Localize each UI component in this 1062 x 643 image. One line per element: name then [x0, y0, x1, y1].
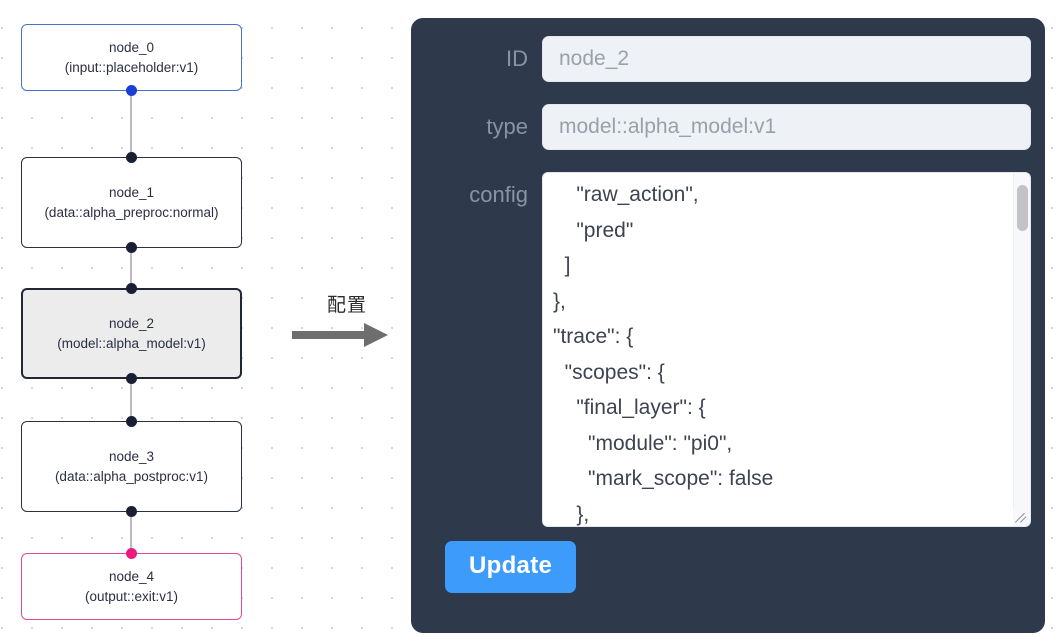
node-id-label: node_2 — [108, 315, 155, 331]
field-config: config "raw_action", "pred" ] }, "trace"… — [425, 172, 1031, 527]
node-type-label: (input::placeholder:v1) — [64, 59, 199, 75]
node-id-label: node_0 — [108, 39, 155, 55]
id-input[interactable]: node_2 — [542, 36, 1031, 82]
transition-label: 配置 — [326, 295, 367, 316]
node-id-label: node_1 — [108, 184, 155, 200]
port-node_2-in[interactable] — [126, 283, 137, 294]
config-textarea-wrapper[interactable]: "raw_action", "pred" ] }, "trace": { "sc… — [542, 172, 1031, 527]
edge-node0-node1 — [130, 88, 133, 164]
port-node_3-out[interactable] — [126, 506, 137, 517]
graph-node-node_4[interactable]: node_4 (output::exit:v1) — [21, 553, 242, 620]
transition-annotation: 配置 — [292, 296, 402, 366]
edge-node1-node2 — [130, 245, 133, 293]
node-id-label: node_4 — [108, 568, 155, 584]
edge-node3-node4 — [130, 509, 133, 557]
pipeline-graph[interactable]: node_0 (input::placeholder:v1) node_1 (d… — [0, 0, 290, 643]
config-label: config — [469, 182, 528, 207]
port-node_0-out[interactable] — [126, 85, 137, 96]
type-input[interactable]: model::alpha_model:v1 — [542, 104, 1031, 150]
graph-node-node_1[interactable]: node_1 (data::alpha_preproc:normal) — [21, 157, 242, 248]
field-type: type model::alpha_model:v1 — [425, 104, 1031, 150]
port-node_3-in[interactable] — [126, 416, 137, 427]
type-label: type — [486, 114, 528, 139]
node-type-label: (data::alpha_postproc:v1) — [54, 468, 209, 484]
resize-handle-icon[interactable] — [1013, 509, 1030, 526]
node-type-label: (output::exit:v1) — [84, 588, 179, 604]
id-label: ID — [506, 46, 528, 71]
graph-node-node_0[interactable]: node_0 (input::placeholder:v1) — [21, 24, 242, 91]
port-node_4-in[interactable] — [126, 548, 137, 559]
node-type-label: (model::alpha_model:v1) — [57, 335, 206, 351]
node-config-panel: ID node_2 type model::alpha_model:v1 con… — [411, 18, 1045, 633]
config-scrollbar-thumb[interactable] — [1017, 185, 1028, 231]
config-textarea[interactable]: "raw_action", "pred" ] }, "trace": { "sc… — [553, 183, 774, 526]
node-id-label: node_3 — [108, 448, 155, 464]
update-button[interactable]: Update — [445, 541, 577, 593]
port-node_1-out[interactable] — [126, 242, 137, 253]
node-type-label: (data::alpha_preproc:normal) — [44, 204, 219, 220]
port-node_1-in[interactable] — [126, 152, 137, 163]
port-node_2-out[interactable] — [126, 373, 137, 384]
config-scrollbar[interactable] — [1013, 173, 1030, 509]
graph-node-node_3[interactable]: node_3 (data::alpha_postproc:v1) — [21, 421, 242, 512]
edge-node2-node3 — [130, 376, 133, 426]
field-id: ID node_2 — [425, 36, 1031, 82]
right-arrow-icon — [292, 323, 388, 347]
graph-node-node_2[interactable]: node_2 (model::alpha_model:v1) — [21, 288, 242, 379]
